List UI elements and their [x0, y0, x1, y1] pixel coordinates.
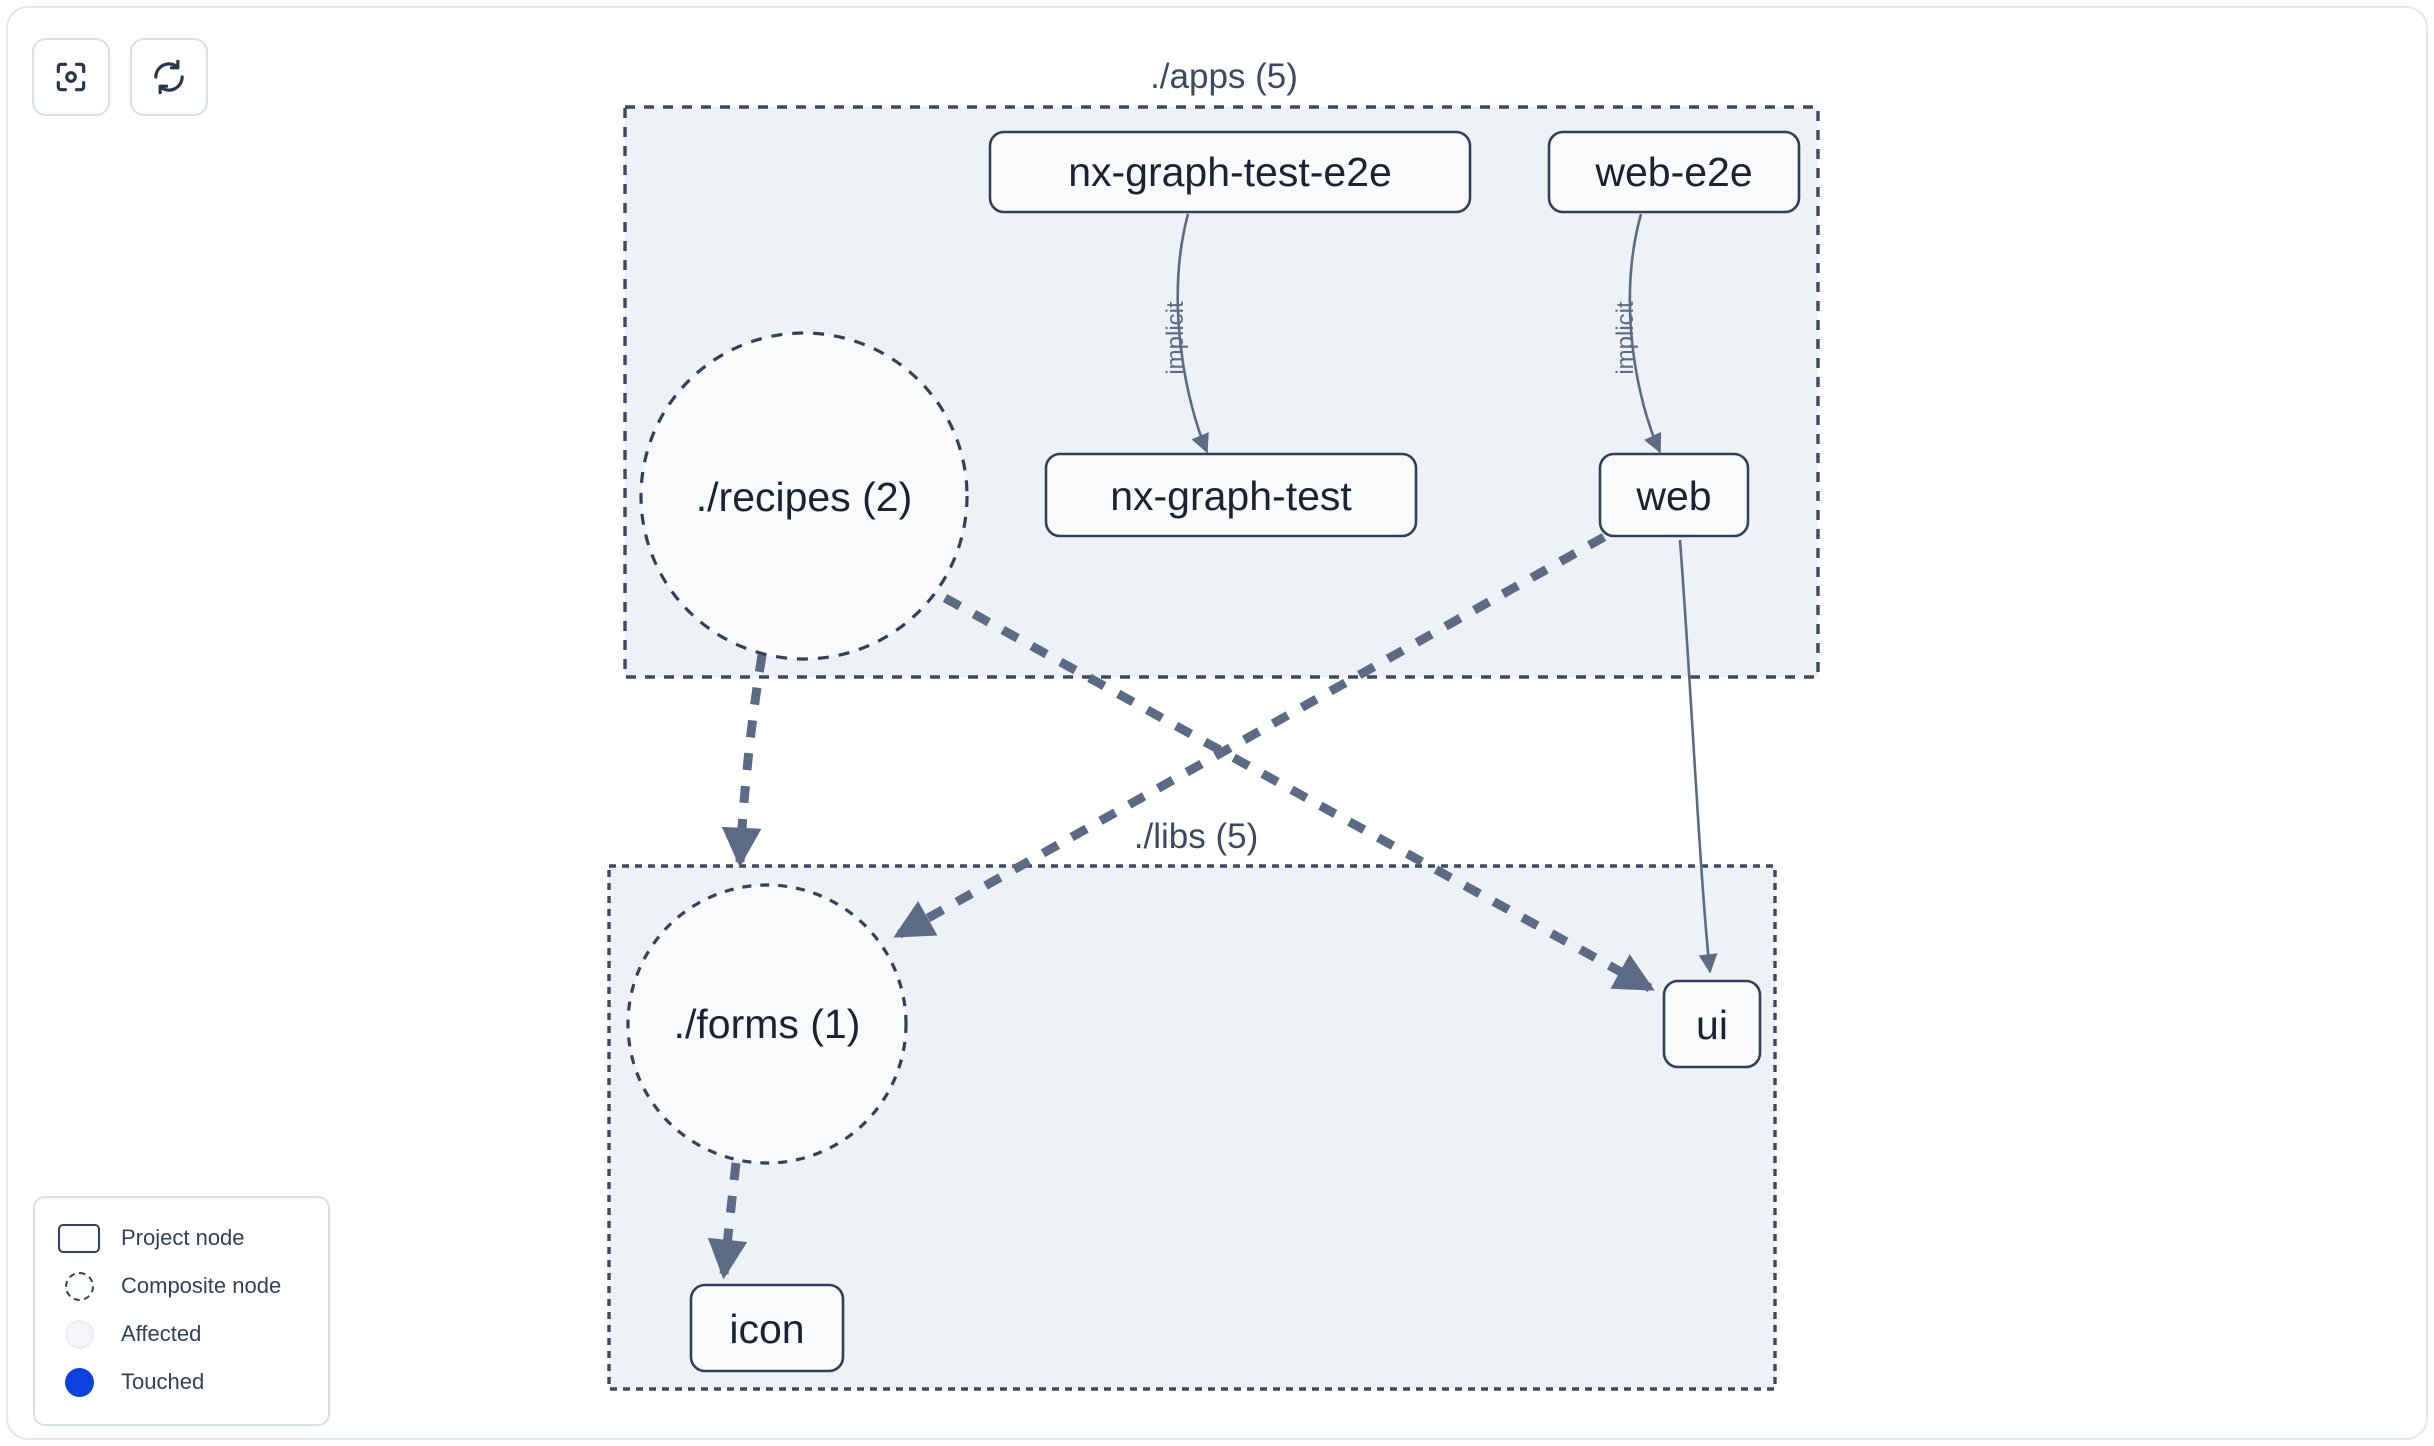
graph-toolbar	[32, 38, 208, 116]
node-label: ./forms (1)	[674, 1001, 861, 1047]
legend-item-affected: Affected	[57, 1310, 308, 1358]
edge-path	[721, 654, 767, 868]
refresh-graph-button[interactable]	[130, 38, 208, 116]
edge-web-e2e-to-web[interactable]: implicit	[1612, 213, 1662, 454]
group-libs-label: ./libs (5)	[1134, 817, 1258, 856]
touched-swatch	[57, 1367, 101, 1397]
refresh-icon	[150, 58, 188, 96]
node-shape	[689, 1283, 845, 1373]
node-recipes[interactable]: ./recipes (2)	[639, 331, 969, 661]
graph-legend: Project node Composite node Affected Tou…	[33, 1196, 330, 1426]
edge-path	[893, 533, 1607, 939]
group-apps-label: ./apps (5)	[1150, 57, 1298, 96]
edge-web-to-ui[interactable]	[1678, 539, 1718, 974]
node-nx-graph-test-e2e[interactable]: nx-graph-test-e2e	[988, 130, 1472, 214]
node-nx-graph-test[interactable]: nx-graph-test	[1044, 452, 1418, 538]
edge-path	[707, 1162, 748, 1280]
legend-label: Touched	[121, 1369, 205, 1394]
node-shape	[1598, 452, 1750, 538]
edge-recipes-to-forms[interactable]	[721, 654, 767, 868]
edge-nx-graph-test-e2e-to-nx-graph-test[interactable]: implicit	[1162, 213, 1209, 454]
focus-target-icon	[52, 58, 90, 96]
edge-path	[1176, 213, 1209, 454]
edge-path	[1628, 213, 1662, 454]
node-icon[interactable]: icon	[689, 1283, 845, 1373]
legend-label: Composite node	[121, 1273, 282, 1298]
edge-label-implicit: implicit	[1612, 301, 1639, 375]
edge-label-implicit: implicit	[1162, 301, 1189, 375]
composite-node-swatch	[57, 1271, 101, 1301]
edge-path	[1678, 539, 1718, 974]
node-web-e2e[interactable]: web-e2e	[1547, 130, 1801, 214]
node-shape	[988, 130, 1472, 214]
node-shape	[1044, 452, 1418, 538]
legend-item-composite-node: Composite node	[57, 1262, 308, 1310]
node-label: web-e2e	[1594, 149, 1752, 195]
edge-web-to-forms[interactable]	[893, 533, 1607, 939]
node-label: ui	[1696, 1002, 1728, 1048]
node-label: nx-graph-test	[1110, 473, 1352, 519]
legend-item-project-node: Project node	[57, 1214, 308, 1262]
edge-forms-to-icon[interactable]	[707, 1162, 748, 1280]
node-label: icon	[729, 1306, 804, 1352]
node-shape	[639, 331, 969, 661]
affected-swatch	[57, 1319, 101, 1349]
focus-graph-button[interactable]	[32, 38, 110, 116]
legend-label: Affected	[121, 1321, 202, 1346]
legend-label: Project node	[121, 1225, 245, 1250]
node-forms[interactable]: ./forms (1)	[626, 883, 908, 1165]
node-shape	[1662, 979, 1762, 1069]
node-label: web	[1635, 473, 1711, 519]
edge-path	[942, 594, 1655, 992]
node-web[interactable]: web	[1598, 452, 1750, 538]
node-shape	[626, 883, 908, 1165]
project-node-swatch	[57, 1223, 101, 1253]
legend-item-touched: Touched	[57, 1358, 308, 1406]
node-label: ./recipes (2)	[696, 474, 912, 520]
node-label: nx-graph-test-e2e	[1068, 149, 1392, 195]
edge-recipes-to-ui[interactable]	[942, 594, 1655, 992]
node-shape	[1547, 130, 1801, 214]
node-ui[interactable]: ui	[1662, 979, 1762, 1069]
